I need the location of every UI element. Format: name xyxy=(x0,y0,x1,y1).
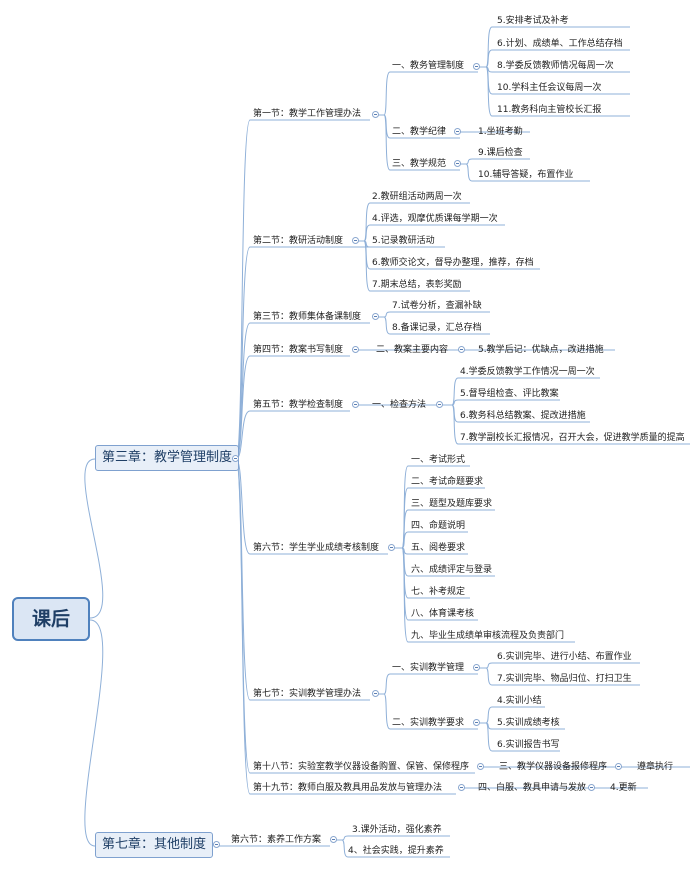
s5-a-leaf-2[interactable]: 5.督导组检查、评比教案 xyxy=(460,389,559,399)
collapse-toggle[interactable] xyxy=(454,160,461,167)
s7-topic-a[interactable]: 一、实训教学管理 xyxy=(392,663,465,673)
s1-a-leaf-5[interactable]: 11.教务科向主管校长汇报 xyxy=(497,105,602,115)
s1-b-leaf-1[interactable]: 1.坐班考勤 xyxy=(478,127,523,137)
s1-a-leaf-2[interactable]: 6.计划、成绩单、工作总结存档 xyxy=(497,39,623,49)
s1-topic-a[interactable]: 一、教务管理制度 xyxy=(392,61,465,71)
collapse-toggle[interactable] xyxy=(615,763,622,770)
collapse-toggle[interactable] xyxy=(458,784,465,791)
collapse-toggle[interactable] xyxy=(232,455,239,462)
s1-a-leaf-1[interactable]: 5.安排考试及补考 xyxy=(497,16,569,26)
collapse-toggle[interactable] xyxy=(372,111,379,118)
collapse-toggle[interactable] xyxy=(352,346,359,353)
collapse-toggle[interactable] xyxy=(473,664,480,671)
collapse-toggle[interactable] xyxy=(473,63,480,70)
chapter-7-node[interactable]: 第七章：其他制度 xyxy=(95,832,214,858)
s7-b-leaf-3[interactable]: 6.实训报告书写 xyxy=(497,740,560,750)
section-1[interactable]: 第一节：教学工作管理办法 xyxy=(253,109,362,119)
s6-leaf-4[interactable]: 四、命题说明 xyxy=(411,521,466,531)
collapse-toggle[interactable] xyxy=(372,313,379,320)
s2-leaf-5[interactable]: 7.期末总结，表彰奖励 xyxy=(372,280,462,290)
s6-leaf-5[interactable]: 五、阅卷要求 xyxy=(411,543,466,553)
s6-leaf-1[interactable]: 一、考试形式 xyxy=(411,455,466,465)
s2-leaf-2[interactable]: 4.评选，观摩优质课每学期一次 xyxy=(372,214,498,224)
section-5[interactable]: 第五节：教学检查制度 xyxy=(253,400,344,410)
collapse-toggle[interactable] xyxy=(436,401,443,408)
s2-leaf-4[interactable]: 6.教师交论文，督导办整理，推荐，存档 xyxy=(372,258,534,268)
s3-leaf-1[interactable]: 7.试卷分析，查漏补缺 xyxy=(392,301,482,311)
s1-a-leaf-3[interactable]: 8.学委反馈教师情况每周一次 xyxy=(497,61,614,71)
s6-leaf-3[interactable]: 三、题型及题库要求 xyxy=(411,499,493,509)
s1-topic-b[interactable]: 二、教学纪律 xyxy=(392,127,447,137)
s1-c-leaf-1[interactable]: 9.课后检查 xyxy=(478,148,523,158)
s1-a-leaf-4[interactable]: 10.学科主任会议每周一次 xyxy=(497,83,602,93)
s2-leaf-1[interactable]: 2.教研组活动两周一次 xyxy=(372,192,462,202)
s6-leaf-9[interactable]: 九、毕业生成绩单审核流程及负责部门 xyxy=(411,631,565,641)
section-19[interactable]: 第十九节：教师白服及教具用品发放与管理办法 xyxy=(253,783,443,793)
section-3[interactable]: 第三节：教师集体备课制度 xyxy=(253,312,362,322)
ch7-s6-leaf-1[interactable]: 3.课外活动，强化素养 xyxy=(352,825,442,835)
s1-c-leaf-2[interactable]: 10.辅导答疑，布置作业 xyxy=(478,170,574,180)
s6-leaf-6[interactable]: 六、成绩评定与登录 xyxy=(411,565,493,575)
root-node[interactable]: 课后 xyxy=(12,597,90,641)
s7-topic-b[interactable]: 二、实训教学要求 xyxy=(392,718,465,728)
s18-topic-a[interactable]: 三、教学仪器设备报修程序 xyxy=(499,762,608,772)
s4-topic-a[interactable]: 二、教案主要内容 xyxy=(376,345,449,355)
ch7-section-6[interactable]: 第六节：素养工作方案 xyxy=(231,835,322,845)
ch7-s6-leaf-2[interactable]: 4、社会实践，提升素养 xyxy=(348,846,444,856)
s7-a-leaf-2[interactable]: 7.实训完毕、物品归位、打扫卫生 xyxy=(497,674,632,684)
s6-leaf-2[interactable]: 二、考试命题要求 xyxy=(411,477,484,487)
s5-a-leaf-1[interactable]: 4.学委反馈教学工作情况一周一次 xyxy=(460,367,595,377)
collapse-toggle[interactable] xyxy=(477,763,484,770)
collapse-toggle[interactable] xyxy=(372,690,379,697)
s7-b-leaf-2[interactable]: 5.实训成绩考核 xyxy=(497,718,560,728)
section-7[interactable]: 第七节：实训教学管理办法 xyxy=(253,689,362,699)
section-18[interactable]: 第十八节：实验室教学仪器设备购置、保管、保修程序 xyxy=(253,762,470,772)
collapse-toggle[interactable] xyxy=(458,346,465,353)
s5-topic-a[interactable]: 一、检查方法 xyxy=(372,400,427,410)
section-4[interactable]: 第四节：教案书写制度 xyxy=(253,345,344,355)
s18-a-leaf-1[interactable]: 遵章执行 xyxy=(637,762,674,772)
collapse-toggle[interactable] xyxy=(588,784,595,791)
s1-topic-c[interactable]: 三、教学规范 xyxy=(392,159,447,169)
s19-topic-a[interactable]: 四、白服、教具申请与发放 xyxy=(478,783,587,793)
s6-leaf-7[interactable]: 七、补考规定 xyxy=(411,587,466,597)
collapse-toggle[interactable] xyxy=(454,128,461,135)
collapse-toggle[interactable] xyxy=(213,841,220,848)
s2-leaf-3[interactable]: 5.记录教研活动 xyxy=(372,236,435,246)
collapse-toggle[interactable] xyxy=(388,544,395,551)
s6-leaf-8[interactable]: 八、体育课考核 xyxy=(411,609,475,619)
s7-b-leaf-1[interactable]: 4.实训小结 xyxy=(497,696,542,706)
s5-a-leaf-4[interactable]: 7.教学副校长汇报情况，召开大会，促进教学质量的提高 xyxy=(460,433,685,443)
collapse-toggle[interactable] xyxy=(330,836,337,843)
section-6[interactable]: 第六节：学生学业成绩考核制度 xyxy=(253,543,380,553)
chapter-3-node[interactable]: 第三章：教学管理制度 xyxy=(95,445,240,471)
s19-a-leaf-1[interactable]: 4.更新 xyxy=(610,783,637,793)
section-2[interactable]: 第二节：教研活动制度 xyxy=(253,236,344,246)
s3-leaf-2[interactable]: 8.备课记录，汇总存档 xyxy=(392,323,482,333)
s5-a-leaf-3[interactable]: 6.教务科总结教案、提改进措施 xyxy=(460,411,586,421)
s7-a-leaf-1[interactable]: 6.实训完毕、进行小结、布置作业 xyxy=(497,652,632,662)
s4-a-leaf-1[interactable]: 5.教学后记：优缺点，改进措施 xyxy=(478,345,604,355)
collapse-toggle[interactable] xyxy=(473,719,480,726)
collapse-toggle[interactable] xyxy=(352,237,359,244)
collapse-toggle[interactable] xyxy=(352,401,359,408)
